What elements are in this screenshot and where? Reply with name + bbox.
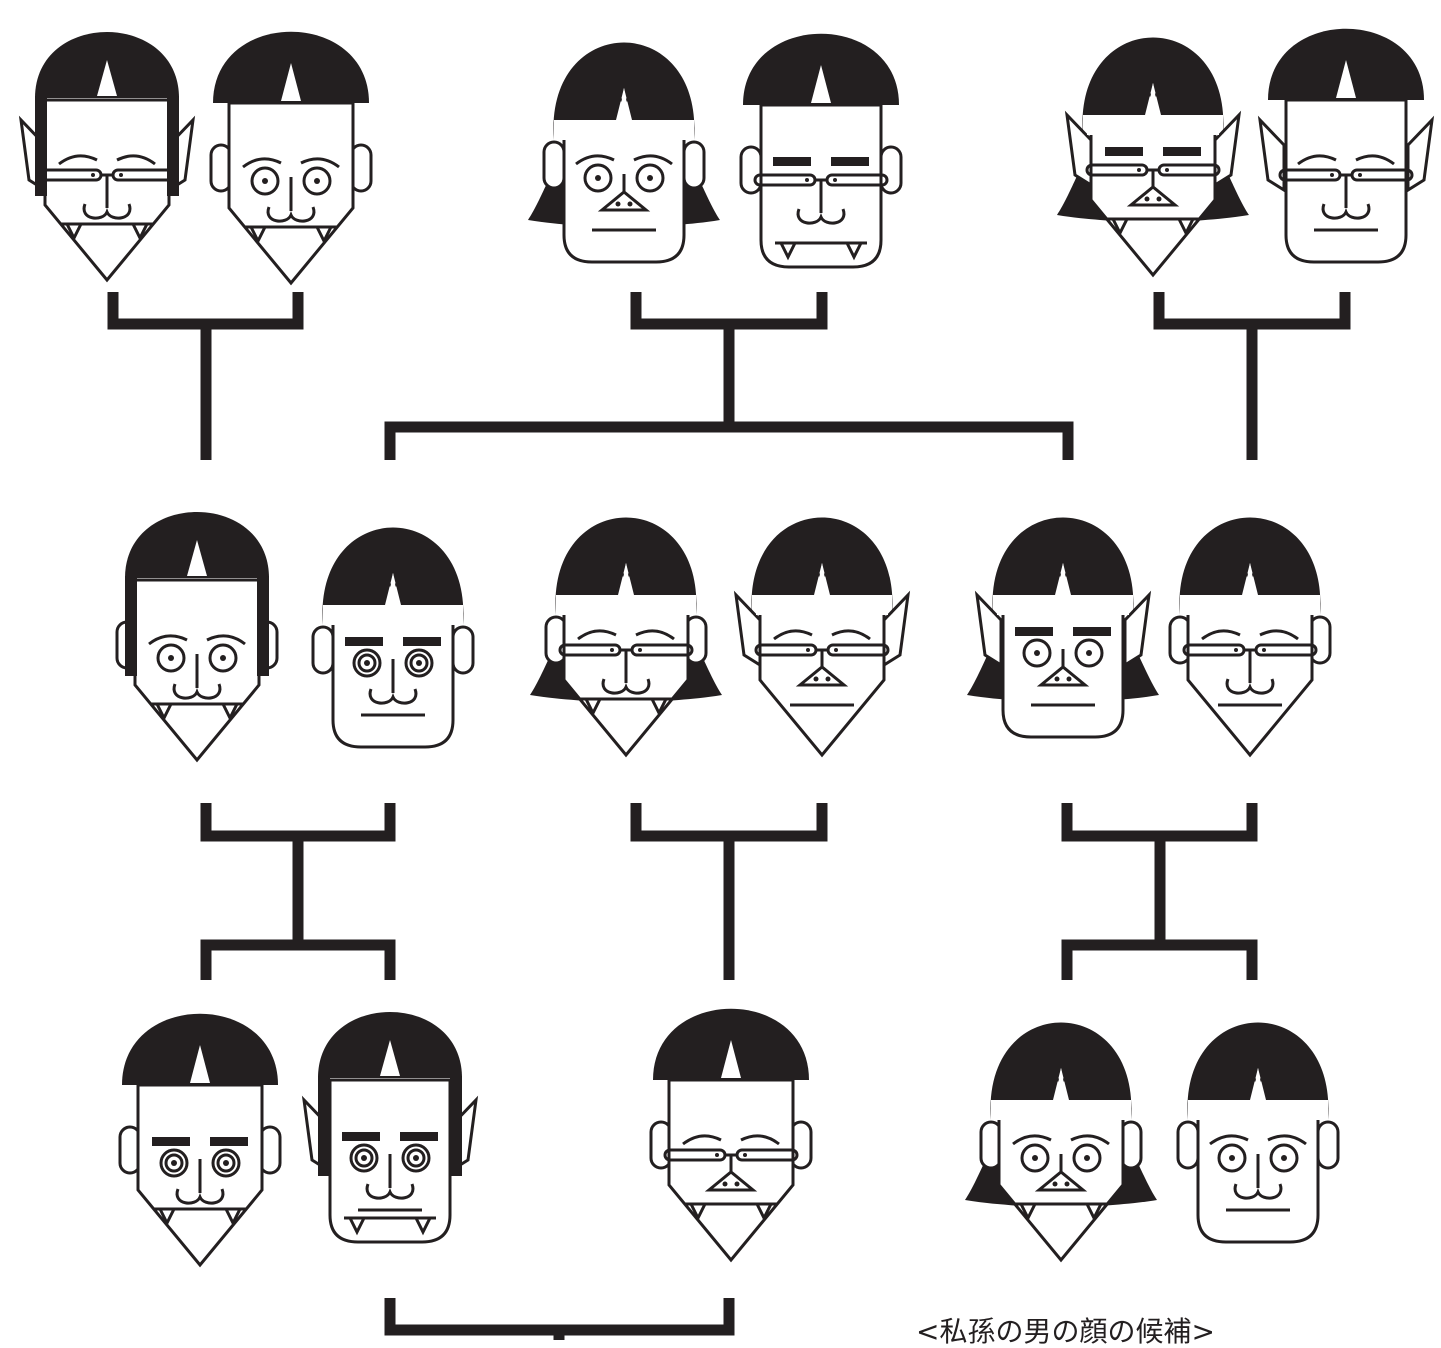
hair-bob — [556, 518, 697, 616]
face-g3-c3-m1 — [965, 1023, 1157, 1261]
connector-g1-couple-2 — [636, 292, 822, 427]
connector-g1-couple-3 — [1159, 292, 1345, 460]
hair-bob — [1083, 38, 1224, 136]
face-g1-c2-m1 — [528, 43, 720, 263]
hair-bowl — [653, 1009, 809, 1080]
face-g3-c2-m1 — [651, 1009, 811, 1260]
connector-g2-couple-3-children — [1067, 945, 1252, 980]
hair-bowl — [743, 34, 899, 105]
connector-g2-couple-1 — [206, 803, 390, 945]
hair-bob — [554, 43, 695, 141]
hair-bob — [993, 518, 1134, 616]
face-g2-c3-m2 — [1170, 518, 1330, 756]
connector-g2-couple-1-children — [206, 945, 390, 980]
face-g2-c3-m1 — [967, 518, 1159, 738]
face-g2-c1-m2 — [313, 528, 473, 748]
face-g1-c1-m2 — [211, 32, 371, 283]
face-g2-c1-m1 — [117, 512, 277, 760]
connector-g2-couple-3 — [1067, 803, 1252, 945]
hair-bob — [752, 518, 893, 616]
faces-layer — [21, 29, 1432, 1265]
hair-bob — [991, 1023, 1132, 1121]
face-g2-c2-m1 — [530, 518, 722, 756]
face-g1-c3-m1 — [1057, 38, 1249, 276]
face-g1-c2-m2 — [741, 34, 901, 267]
hair-bob — [323, 528, 464, 626]
face-g3-c1-m1 — [120, 1014, 280, 1265]
connector-g1-couple-1 — [113, 292, 298, 460]
connector-g3-couple — [390, 1298, 729, 1340]
hair-bob — [1188, 1023, 1329, 1121]
face-g1-c1-m1 — [21, 32, 193, 280]
face-g3-c3-m2 — [1178, 1023, 1338, 1243]
hair-bowl — [122, 1014, 278, 1085]
hair-bowl — [1268, 29, 1424, 100]
connector-g1-children-bar — [390, 427, 1068, 460]
face-g1-c3-m2 — [1260, 29, 1432, 262]
hair-bowl — [213, 32, 369, 103]
face-g3-c1-m2 — [304, 1012, 476, 1242]
caption: <私孫の男の顔の候補> — [916, 1318, 1215, 1346]
connector-g2-couple-2 — [636, 803, 822, 980]
face-g2-c2-m2 — [736, 518, 908, 756]
hair-bob — [1180, 518, 1321, 616]
